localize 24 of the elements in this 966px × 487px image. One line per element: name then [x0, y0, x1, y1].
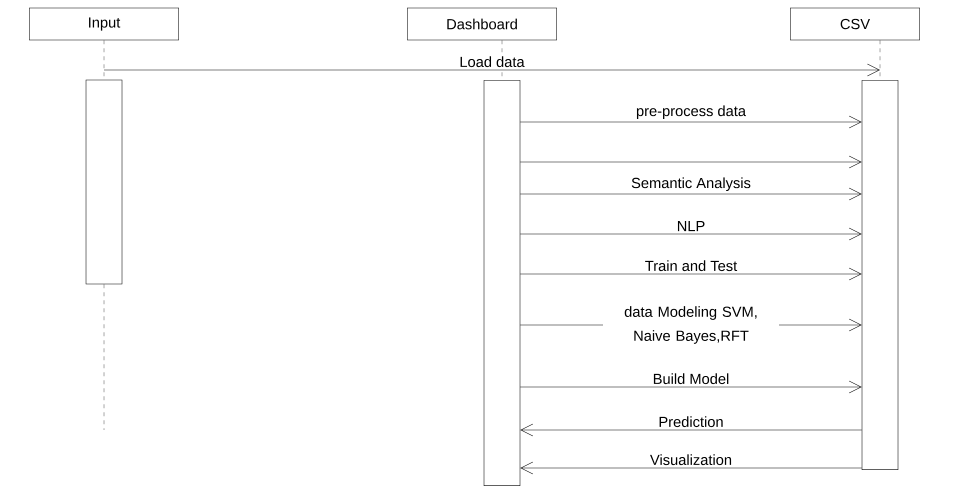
edge-label: Build Model — [654, 373, 728, 384]
edge-label: NLP — [678, 221, 704, 232]
edge-label: pre-process data — [636, 105, 746, 120]
edge-label: data Modeling SVM, Naive Bayes,RFT — [624, 306, 756, 344]
message-arrow — [520, 228, 862, 240]
activation-bar — [86, 80, 122, 284]
edge-label: Train and Test — [645, 260, 738, 272]
message-arrow — [520, 116, 862, 128]
message-arrow — [520, 268, 862, 280]
participant-box: Dashboard — [407, 8, 557, 40]
message-arrow — [520, 380, 862, 394]
message-arrow — [520, 462, 862, 474]
message-arrow — [520, 188, 862, 200]
participant-box: CSV — [790, 8, 920, 40]
edge-label: Load data — [460, 56, 525, 68]
edge-label: Prediction — [660, 416, 723, 428]
message-arrow — [104, 64, 880, 76]
activation-bar — [862, 80, 898, 470]
edge-label: Semantic Analysis — [632, 177, 750, 192]
activation-bar — [484, 80, 520, 486]
edge-label: Visualization — [650, 454, 732, 466]
participant-box: Input — [29, 8, 179, 40]
message-arrow — [520, 424, 862, 436]
message-arrow — [520, 156, 862, 168]
